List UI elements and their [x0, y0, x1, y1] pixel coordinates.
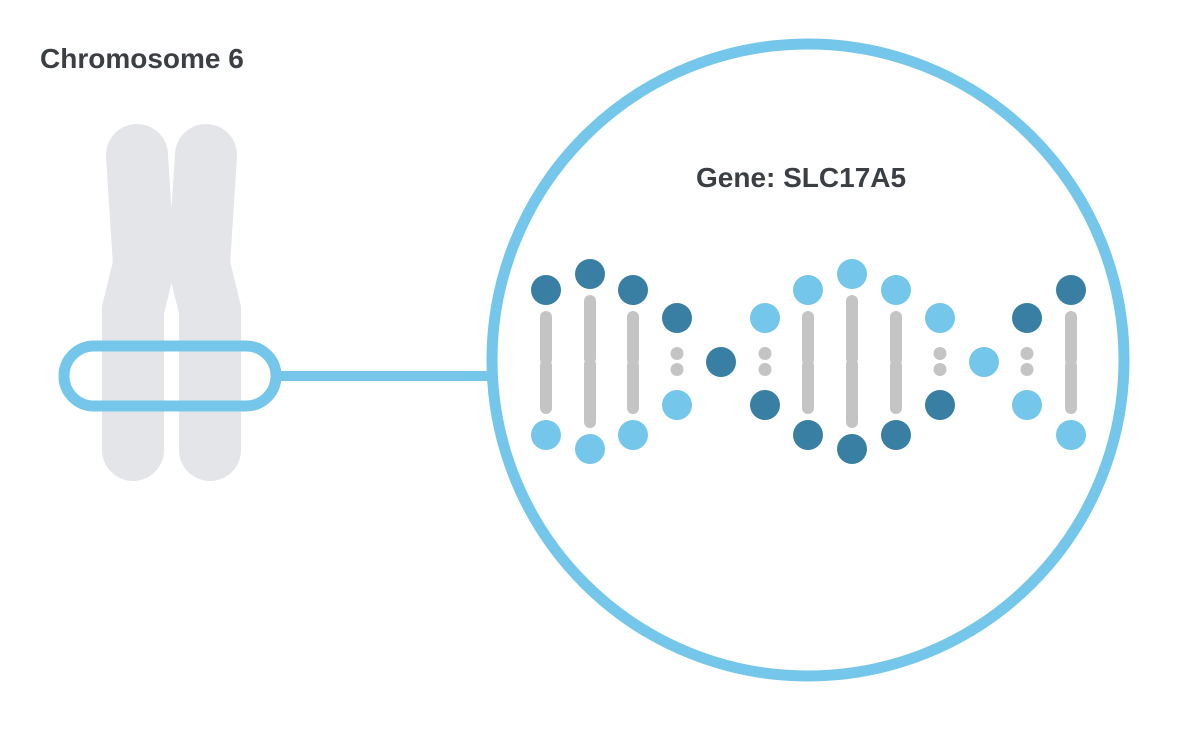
dna-base-pair	[670, 347, 684, 360]
chromosome-chromatid-right	[167, 124, 241, 481]
dna-nucleotide-dot	[575, 434, 605, 464]
dna-nucleotide-dot	[925, 303, 955, 333]
chromosome-title: Chromosome 6	[40, 43, 244, 74]
dna-nucleotide-dot	[837, 259, 867, 289]
dna-nucleotide-dot	[969, 347, 999, 377]
dna-nucleotide-dot	[881, 275, 911, 305]
dna-nucleotide-dot	[793, 420, 823, 450]
chromosome-chromatid-left	[102, 124, 176, 481]
gene-title: Gene: SLC17A5	[696, 162, 906, 193]
dna-nucleotide-dot	[531, 420, 561, 450]
gene-location-highlight	[58, 340, 282, 412]
dna-base-pair	[670, 363, 684, 376]
dna-nucleotide-dot	[531, 275, 561, 305]
dna-nucleotide-dot	[575, 259, 605, 289]
dna-nucleotide-dot	[925, 390, 955, 420]
dna-base-pair	[933, 363, 947, 376]
dna-nucleotide-dot	[706, 347, 736, 377]
dna-nucleotide-dot	[1012, 390, 1042, 420]
dna-nucleotide-dot	[662, 390, 692, 420]
dna-base-pair	[758, 363, 772, 376]
dna-nucleotide-dot	[793, 275, 823, 305]
dna-nucleotide-dot	[662, 303, 692, 333]
dna-nucleotide-dot	[881, 420, 911, 450]
dna-helix	[531, 259, 1086, 464]
dna-base-pair	[933, 347, 947, 360]
dna-base-pair	[758, 347, 772, 360]
dna-nucleotide-dot	[1056, 420, 1086, 450]
dna-nucleotide-dot	[750, 303, 780, 333]
dna-nucleotide-dot	[1012, 303, 1042, 333]
dna-nucleotide-dot	[750, 390, 780, 420]
chromosome-shape	[102, 124, 241, 481]
dna-base-pair	[1020, 363, 1034, 376]
dna-nucleotide-dot	[618, 420, 648, 450]
dna-nucleotide-dot	[1056, 275, 1086, 305]
dna-nucleotide-dot	[837, 434, 867, 464]
dna-base-pair	[1020, 347, 1034, 360]
dna-nucleotide-dot	[618, 275, 648, 305]
